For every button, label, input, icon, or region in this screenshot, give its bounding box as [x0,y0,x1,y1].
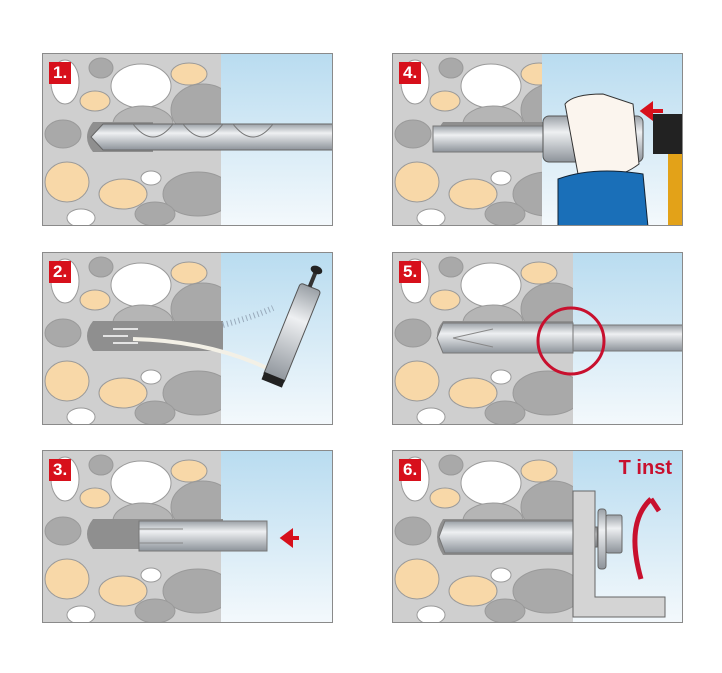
highlight-circle-icon [536,306,606,376]
drilling-illustration [43,54,332,225]
rotate-arrow-icon [632,497,662,580]
step-number: 1. [49,62,72,84]
step-3-panel: 3. [42,450,333,623]
nut-icon [605,514,623,554]
arrow-left-icon [639,101,663,121]
step-number: 5. [399,261,422,283]
airflow-arrows-icon [103,328,138,344]
setting-tool-icon [572,324,682,352]
tighten-illustration [393,451,682,622]
arrow-left-icon [279,528,299,548]
blow-out-pump-icon [261,265,323,388]
hammer-in-illustration [393,54,682,225]
hammer-icon [653,114,682,154]
insert-anchor-illustration [43,451,332,622]
step-number: 6. [399,459,422,481]
anchor-icon [438,520,574,554]
check-flush-illustration [393,253,682,424]
cleaning-illustration [43,253,332,424]
step-number: 4. [399,62,422,84]
step-1-panel: 1. [42,53,333,226]
torque-label: T inst [618,457,672,479]
step-4-panel: 4. [392,53,683,226]
drill-bit-icon [90,123,332,151]
step-5-panel: 5. [392,252,683,425]
step-2-panel: 2. [42,252,333,425]
anchor-icon [138,520,268,552]
step-number: 2. [49,261,72,283]
hand-icon [564,93,640,178]
step-number: 3. [49,459,72,481]
fixture-bracket-icon [572,490,666,618]
step-6-panel: 6. T inst [392,450,683,623]
